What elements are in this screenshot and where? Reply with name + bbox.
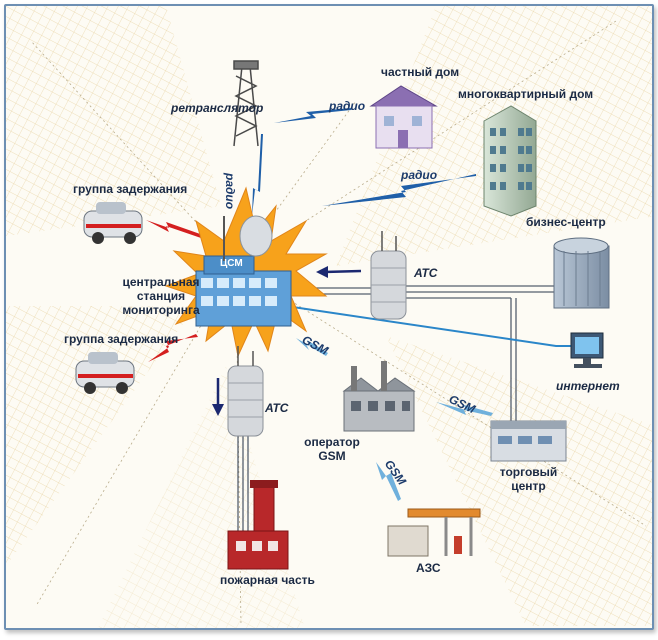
central-station-line-1: центральная [122,275,200,289]
gas-station [387,508,481,557]
internet-wire [285,305,574,347]
trade-center-line-1: торговый [499,465,558,479]
capture-group-1-label: группа задержания [73,182,188,196]
ats-bottom-label: АТС [265,401,289,415]
business-center-building [553,237,610,309]
radio-vertical-label: радио [223,173,237,210]
signal-arrows [146,108,493,501]
radio-apartment-label: радио [401,168,438,182]
gsm-operator-building [342,361,416,432]
relay-label: ретранслятор [171,101,264,115]
trade-center-label: торговый центр [491,465,566,494]
trade-center-building [490,420,567,462]
capture-car-1 [83,202,143,244]
capture-group-2-label: группа задержания [64,332,179,346]
trade-center-line-2: центр [511,478,546,493]
capture-car-2 [75,352,135,394]
private-house [369,85,438,149]
central-station-line-3: мониторинга [122,302,200,317]
business-center-label: бизнес-центр [526,215,606,229]
wired-links [237,285,566,536]
apartment-label: многоквартирный дом [458,87,594,101]
gsm-operator-label: оператор GSM [292,435,372,464]
central-station-line-2: станция [136,288,186,303]
central-station-building [195,215,292,327]
radio-relay-label: радио [329,99,366,113]
azs-label: АЗС [416,561,441,575]
center-sign: ЦСМ [220,258,243,269]
apartment-building [483,105,537,217]
gsm-operator-line-2: GSM [318,448,346,463]
relay-tower [233,60,259,147]
ats-right-label: АТС [414,266,438,280]
ats-right-tower [370,231,407,320]
fire-station-label: пожарная часть [220,573,315,587]
internet-label: интернет [556,379,620,393]
diagram-canvas [6,6,652,628]
fire-station-building [227,480,289,570]
internet-computer [570,332,604,368]
ats-bottom-tower [227,346,264,437]
central-station-label: центральная станция мониторинга [116,275,206,317]
private-house-label: частный дом [381,65,460,79]
gsm-operator-line-1: оператор [304,435,360,449]
network-diagram: ретранслятор радио частный дом многоквар… [4,4,654,630]
